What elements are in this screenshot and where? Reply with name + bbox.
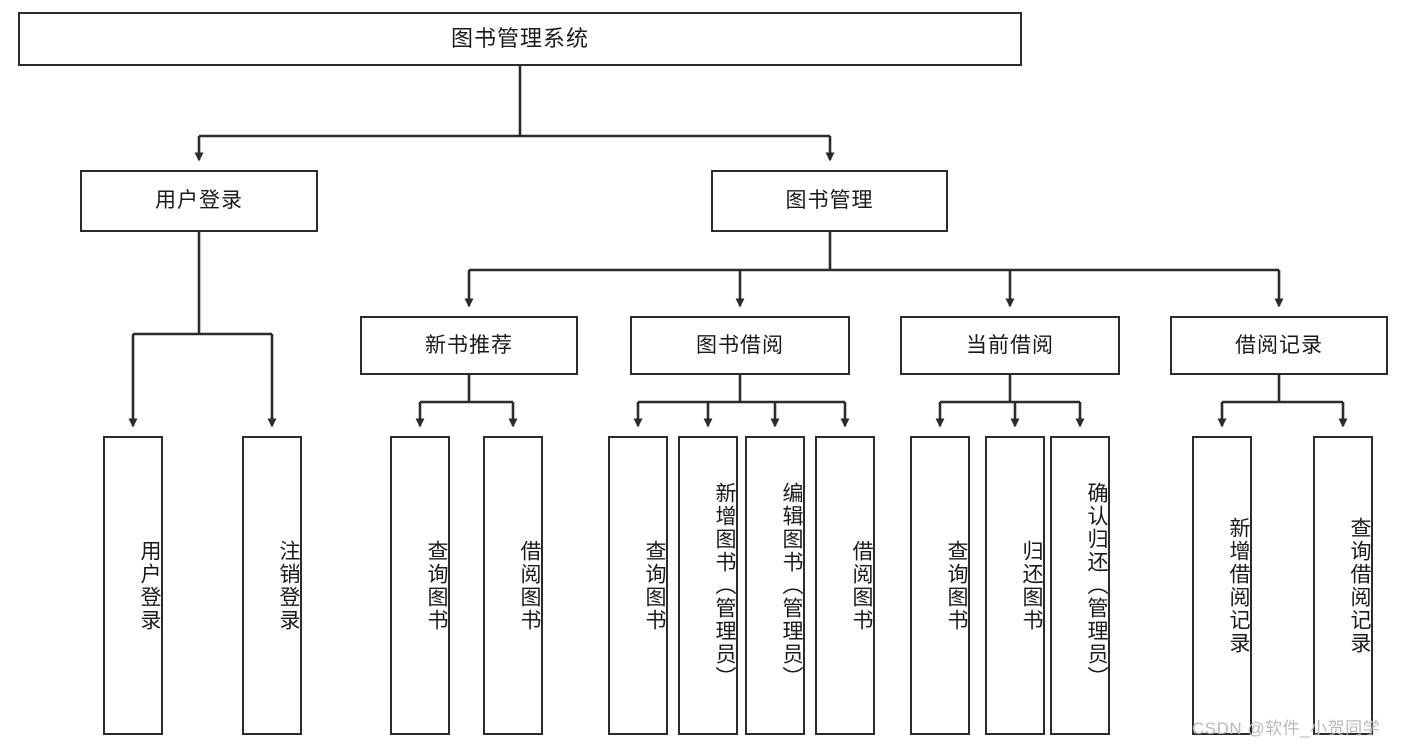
leaf-query-books-current[interactable]: 查询图书 — [910, 436, 970, 735]
node-label: 新增图书（管理员） — [713, 482, 736, 689]
node-label: 查询图书 — [425, 539, 448, 632]
node-new-book-recommendation[interactable]: 新书推荐 — [360, 316, 578, 375]
connector-bookmgmt-to-level3 — [464, 232, 1284, 308]
node-current-borrowing[interactable]: 当前借阅 — [900, 316, 1120, 375]
node-label: 查询图书 — [945, 539, 968, 632]
leaf-logout[interactable]: 注销登录 — [242, 436, 302, 735]
leaf-add-book-admin[interactable]: 新增图书（管理员） — [678, 436, 738, 735]
node-book-borrowing[interactable]: 图书借阅 — [630, 316, 850, 375]
node-label: 新书推荐 — [425, 333, 513, 357]
node-label: 借阅图书 — [518, 539, 541, 632]
node-label: 归还图书 — [1020, 539, 1043, 632]
leaf-edit-book-admin[interactable]: 编辑图书（管理员） — [745, 436, 805, 735]
node-label: 用户登录 — [138, 539, 161, 632]
node-label: 当前借阅 — [966, 333, 1054, 357]
node-borrowing-records[interactable]: 借阅记录 — [1170, 316, 1388, 375]
leaf-query-borrowing-record[interactable]: 查询借阅记录 — [1313, 436, 1373, 735]
node-user-login[interactable]: 用户登录 — [80, 170, 318, 232]
leaf-borrow-books-newbook[interactable]: 借阅图书 — [483, 436, 543, 735]
leaf-add-borrowing-record[interactable]: 新增借阅记录 — [1192, 436, 1252, 735]
connector-userlogin-to-leaves — [128, 232, 277, 428]
leaf-return-books[interactable]: 归还图书 — [985, 436, 1045, 735]
node-label: 查询图书 — [643, 539, 666, 632]
node-label: 编辑图书（管理员） — [780, 482, 803, 689]
node-label: 借阅图书 — [850, 539, 873, 632]
node-label: 新增借阅记录 — [1227, 516, 1250, 655]
node-label: 查询借阅记录 — [1348, 516, 1371, 655]
node-label: 注销登录 — [277, 539, 300, 632]
leaf-borrow-books[interactable]: 借阅图书 — [815, 436, 875, 735]
connector-records-to-leaves — [1217, 375, 1348, 428]
connector-newbook-to-leaves — [415, 375, 518, 428]
csdn-watermark: CSDN @软件_小贺同学 — [1192, 719, 1381, 738]
leaf-confirm-return-admin[interactable]: 确认归还（管理员） — [1050, 436, 1110, 735]
node-label: 确认归还（管理员） — [1085, 482, 1108, 689]
connector-borrow-to-leaves — [633, 375, 850, 428]
leaf-query-books-borrow[interactable]: 查询图书 — [608, 436, 668, 735]
node-label: 借阅记录 — [1235, 333, 1323, 357]
node-label: 图书借阅 — [696, 333, 784, 357]
node-label: 图书管理 — [785, 189, 874, 213]
node-label: 图书管理系统 — [450, 25, 589, 51]
node-label: 用户登录 — [155, 189, 243, 213]
node-root-book-management-system[interactable]: 图书管理系统 — [18, 12, 1022, 66]
connector-current-to-leaves — [935, 375, 1085, 428]
leaf-user-login[interactable]: 用户登录 — [103, 436, 163, 735]
leaf-query-books-newbook[interactable]: 查询图书 — [390, 436, 450, 735]
connector-root-to-level2 — [194, 66, 835, 162]
node-book-management[interactable]: 图书管理 — [711, 170, 948, 232]
